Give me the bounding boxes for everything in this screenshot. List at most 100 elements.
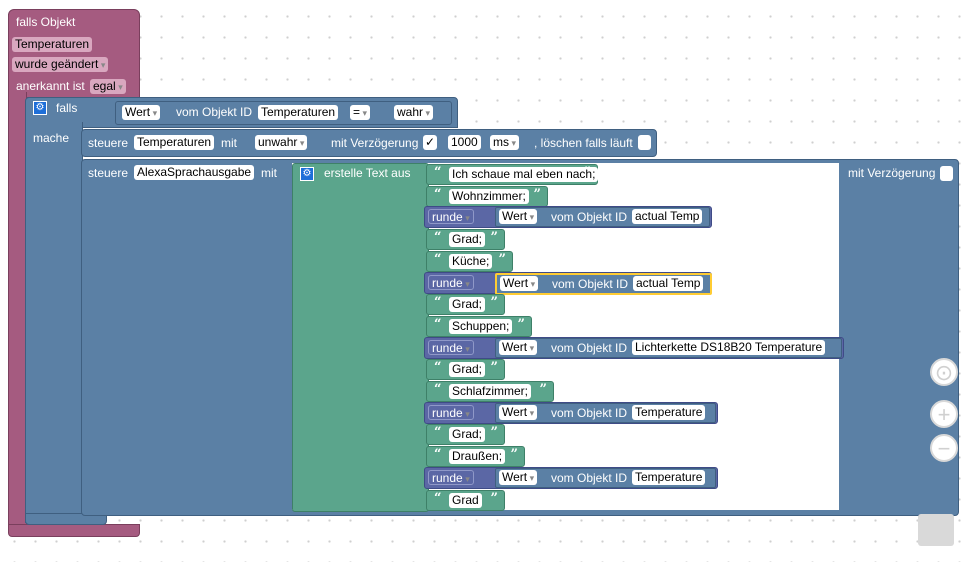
text-join-block[interactable] <box>292 163 429 512</box>
value-attr-dropdown[interactable]: Wert <box>499 404 538 420</box>
compare-operator-dropdown[interactable]: = <box>350 105 371 120</box>
text-value-field[interactable]: Schuppen; <box>449 318 513 334</box>
text-item[interactable]: “Schuppen;” <box>426 315 532 337</box>
object-id-field[interactable]: actual Temp <box>633 275 704 291</box>
object-id-field[interactable]: Temperature <box>632 469 706 485</box>
trigger-event-dropdown[interactable]: wurde geändert <box>12 57 109 72</box>
object-id-field[interactable]: Lichterkette DS18B20 Temperature <box>632 339 826 355</box>
gear-icon[interactable]: ⚙ <box>33 101 47 115</box>
minus-icon[interactable]: − <box>930 434 958 462</box>
trigger-ack-dropdown[interactable]: egal <box>90 79 126 94</box>
round-op-dropdown[interactable]: runde <box>428 469 474 485</box>
control1-delay-checkbox[interactable]: ✓ <box>423 135 437 150</box>
open-quote-icon: “ <box>434 425 442 441</box>
control2-delay-label: mit Verzögerung <box>848 166 936 180</box>
control1-object-field[interactable]: Temperaturen <box>134 135 215 150</box>
text-item[interactable]: “Wohnzimmer;” <box>426 185 548 207</box>
round-block[interactable]: runde Wert vom Objekt ID actual Temp <box>424 271 712 295</box>
close-quote-icon: ” <box>539 382 547 397</box>
text-value-field[interactable]: Ich schaue mal eben nach; <box>449 167 599 182</box>
of-object-label: vom Objekt ID <box>551 210 628 225</box>
round-op-dropdown[interactable]: runde <box>428 274 474 290</box>
round-op-dropdown[interactable]: runde <box>428 209 474 225</box>
control1-clear-label: , löschen falls läuft <box>534 136 633 150</box>
object-value-block[interactable]: Wert vom Objekt ID actual Temp <box>495 207 710 228</box>
target-icon[interactable]: ⊙ <box>930 358 958 386</box>
control1-unit-dropdown[interactable]: ms <box>490 135 520 150</box>
open-quote-icon: “ <box>434 316 442 332</box>
text-value-field[interactable]: Grad; <box>449 362 486 378</box>
text-item[interactable]: “Grad;” <box>426 359 505 381</box>
round-block[interactable]: runde Wert vom Objekt ID actual Temp <box>424 206 712 229</box>
trigger-ack-label: anerkannt ist <box>16 79 85 93</box>
text-value-field[interactable]: Grad; <box>449 297 486 313</box>
compare-attr-dropdown[interactable]: Wert <box>122 105 161 120</box>
open-quote-icon: “ <box>434 360 442 376</box>
text-item[interactable]: “ Küche; ” <box>426 250 513 272</box>
control2-object-field[interactable]: AlexaSprachausgabe <box>134 165 255 180</box>
control1-with-label: mit <box>221 136 237 150</box>
of-object-label: vom Objekt ID <box>551 470 628 485</box>
trigger-object-field[interactable]: Temperaturen <box>12 37 93 52</box>
control1-delay-label: mit Verzögerung <box>331 136 419 150</box>
if-block-footer <box>25 513 107 525</box>
control1-label: steuere <box>88 136 129 150</box>
text-item[interactable]: “Grad;” <box>426 294 505 316</box>
compare-of-label: vom Objekt ID <box>176 105 253 119</box>
text-item[interactable]: “ Ich schaue mal eben nach;” <box>426 164 599 185</box>
open-quote-icon: “ <box>434 165 442 180</box>
trigger-title: falls Objekt <box>16 15 76 29</box>
text-item[interactable]: “Grad;” <box>426 229 505 251</box>
close-quote-icon: ” <box>498 251 506 267</box>
text-value-field[interactable]: Grad; <box>449 427 486 443</box>
value-attr-dropdown[interactable]: Wert <box>499 469 538 485</box>
text-value-field[interactable]: Schlafzimmer; <box>449 384 532 399</box>
close-quote-icon: ” <box>533 186 541 202</box>
control2-label: steuere <box>88 166 129 180</box>
text-item[interactable]: “ Schlafzimmer; ” <box>426 381 554 402</box>
control2-delay-checkbox[interactable] <box>940 166 953 181</box>
close-quote-icon: ” <box>583 165 591 180</box>
control1-clear-checkbox[interactable] <box>638 135 651 150</box>
close-quote-icon: ” <box>490 490 498 506</box>
text-join-gear-icon[interactable]: ⚙ <box>300 167 314 181</box>
round-block[interactable]: runde Wert vom Objekt ID Temperature <box>424 466 718 489</box>
close-quote-icon: ” <box>490 230 498 246</box>
round-op-dropdown[interactable]: runde <box>428 339 474 355</box>
control1-delay-value[interactable]: 1000 <box>448 135 481 150</box>
open-quote-icon: “ <box>434 490 442 506</box>
value-attr-dropdown[interactable]: Wert <box>499 339 538 355</box>
do-label: mache <box>33 131 70 145</box>
text-item[interactable]: “Draußen;” <box>426 446 525 468</box>
close-quote-icon: ” <box>510 447 518 463</box>
text-item[interactable]: “ Grad ” <box>426 489 505 511</box>
text-value-field[interactable]: Grad <box>449 492 482 508</box>
object-id-field[interactable]: actual Temp <box>632 209 703 225</box>
open-quote-icon: “ <box>434 382 442 397</box>
of-object-label: vom Objekt ID <box>552 276 629 291</box>
text-join-label: erstelle Text aus <box>324 166 411 180</box>
text-item[interactable]: “ Grad;” <box>426 424 505 446</box>
compare-value-dropdown[interactable]: wahr <box>394 105 434 120</box>
close-quote-icon: ” <box>490 425 498 441</box>
text-value-field[interactable]: Grad; <box>449 232 486 248</box>
round-op-dropdown[interactable]: runde <box>428 404 474 420</box>
text-value-field[interactable]: Küche; <box>449 253 493 269</box>
if-block-spine <box>25 122 83 523</box>
value-attr-dropdown[interactable]: Wert <box>500 275 539 291</box>
object-value-block[interactable]: Wert vom Objekt ID actual Temp <box>495 272 712 295</box>
compare-object-field[interactable]: Temperaturen <box>258 105 339 120</box>
open-quote-icon: “ <box>434 251 442 267</box>
value-attr-dropdown[interactable]: Wert <box>499 209 538 225</box>
object-value-block[interactable]: Wert vom Objekt ID Temperature <box>495 467 716 488</box>
object-id-field[interactable]: Temperature <box>632 404 706 420</box>
trash-can[interactable] <box>918 514 954 546</box>
text-value-field[interactable]: Draußen; <box>449 449 506 465</box>
plus-icon[interactable]: + <box>930 400 958 428</box>
text-value-field[interactable]: Wohnzimmer; <box>449 188 529 204</box>
control1-value-dropdown[interactable]: unwahr <box>255 135 308 150</box>
